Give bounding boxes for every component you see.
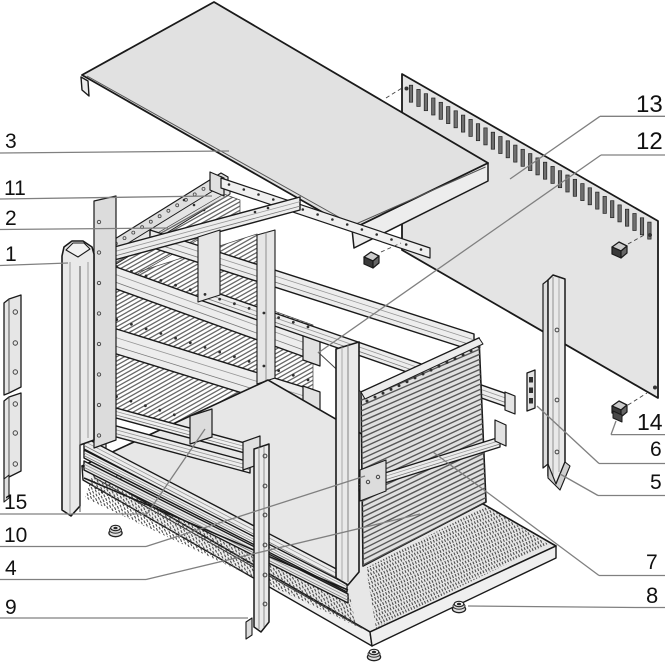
svg-text:9: 9 — [5, 596, 17, 619]
svg-text:13: 13 — [636, 91, 663, 118]
svg-text:6: 6 — [650, 438, 662, 461]
svg-text:15: 15 — [4, 491, 27, 514]
svg-text:7: 7 — [646, 551, 658, 574]
svg-text:8: 8 — [646, 583, 658, 608]
svg-text:12: 12 — [636, 128, 663, 155]
svg-text:1: 1 — [5, 243, 17, 266]
svg-text:10: 10 — [4, 524, 27, 547]
svg-text:4: 4 — [5, 557, 17, 580]
svg-text:5: 5 — [650, 471, 662, 494]
svg-text:14: 14 — [637, 409, 663, 435]
svg-text:11: 11 — [4, 177, 26, 200]
svg-text:2: 2 — [5, 207, 17, 230]
svg-text:3: 3 — [5, 130, 17, 153]
